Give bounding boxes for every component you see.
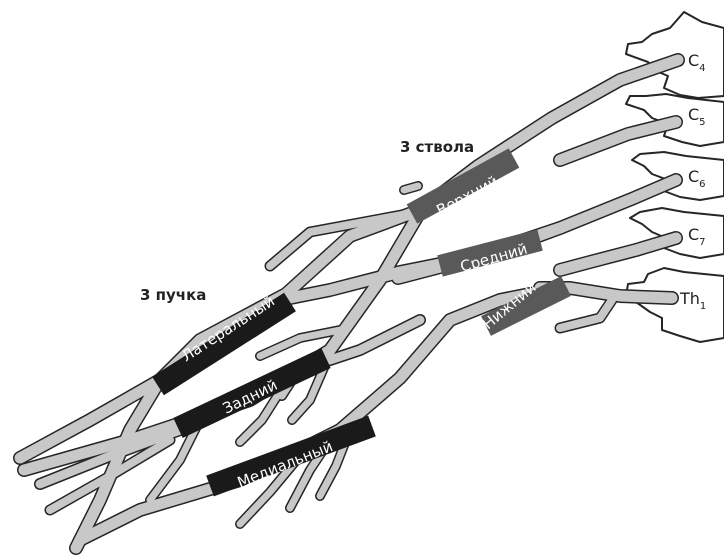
trunks-heading: 3 ствола (400, 138, 474, 156)
cords-heading: 3 пучка (140, 286, 206, 304)
nerve-fills (20, 60, 678, 548)
vertebra-th1 (626, 268, 724, 342)
